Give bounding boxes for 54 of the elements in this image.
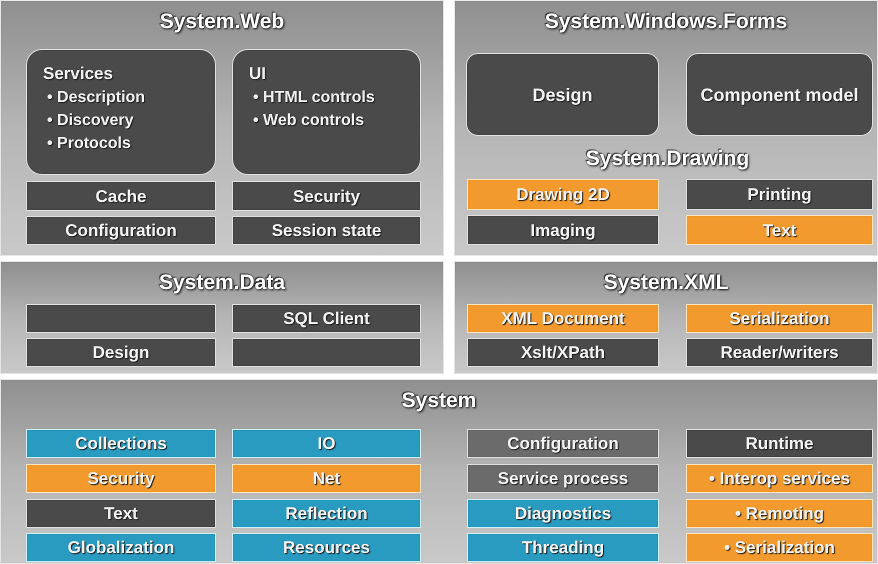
empty-box (232, 338, 421, 367)
namespace-box: IO (232, 429, 421, 458)
namespace-box: Design (26, 338, 216, 367)
namespace-panel (454, 0, 878, 256)
namespace-box: Cache (26, 181, 216, 211)
empty-box (26, 304, 216, 333)
list-item: • Description (46, 88, 146, 108)
namespace-panel (0, 0, 444, 256)
namespace-panel (454, 261, 878, 374)
namespace-box: XML Document (467, 304, 659, 333)
namespace-box: Text (26, 499, 216, 528)
namespace-box: Security (26, 464, 216, 493)
namespace-box: Configuration (26, 216, 216, 245)
list-item: • Protocols (46, 134, 131, 154)
namespace-title: System (402, 390, 476, 411)
namespace-box: Reader/writers (686, 338, 873, 367)
namespace-box: Collections (26, 429, 216, 458)
namespace-box: Runtime (686, 429, 873, 458)
list-item: • HTML controls (252, 88, 375, 108)
namespace-panel (0, 379, 878, 564)
namespace-box: Service process (467, 464, 659, 493)
box-heading: UI (249, 63, 266, 85)
namespace-box: Diagnostics (467, 499, 659, 528)
namespace-box: Threading (467, 533, 659, 562)
namespace-box: Text (686, 215, 873, 245)
namespace-box: Security (232, 181, 421, 211)
namespace-box: Design (466, 53, 659, 136)
namespace-box: Serialization (686, 304, 873, 333)
box-heading: Services (43, 63, 113, 85)
namespace-box: Session state (232, 216, 421, 245)
namespace-box: Reflection (232, 499, 421, 528)
namespace-box: Printing (686, 179, 873, 210)
namespace-box: • Remoting (686, 499, 873, 528)
namespace-box: Globalization (26, 533, 216, 562)
namespace-box (26, 49, 216, 175)
namespace-title: System.Web (160, 11, 284, 32)
namespace-box: • Interop services (686, 464, 873, 493)
namespace-box: Xslt/XPath (467, 338, 659, 367)
namespace-box (232, 49, 421, 175)
list-item: • Web controls (252, 111, 364, 131)
list-item: • Discovery (46, 111, 134, 131)
namespace-box: SQL Client (232, 304, 421, 333)
namespace-title: System.XML (604, 272, 728, 293)
namespace-box: • Serialization (686, 533, 873, 562)
namespace-box: Configuration (467, 429, 659, 458)
namespace-title: System.Drawing (586, 148, 750, 169)
namespace-box: Component model (686, 53, 873, 136)
namespace-title: System.Data (158, 272, 286, 293)
namespace-box: Drawing 2D (467, 179, 659, 210)
namespace-box: Imaging (467, 215, 659, 245)
namespace-panel (0, 261, 444, 374)
namespace-box: Net (232, 464, 421, 493)
namespace-title: System.Windows.Forms (544, 11, 788, 32)
namespace-box: Resources (232, 533, 421, 562)
